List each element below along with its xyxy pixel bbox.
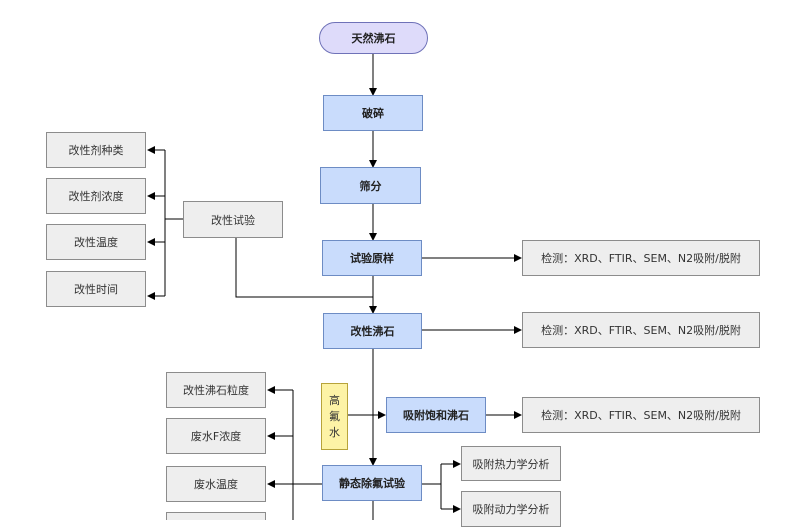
- fluoride-water-char-3: 水: [329, 425, 340, 439]
- node-detect-raw: 检测：XRD、FTIR、SEM、N2吸附/脱附: [522, 240, 760, 276]
- node-mod-agent-conc: 改性剂浓度: [46, 178, 146, 214]
- fluoride-water-char-2: 氟: [329, 409, 340, 423]
- node-raw-test: 试验原样: [322, 240, 422, 276]
- node-start: 天然沸石: [319, 22, 428, 54]
- node-mod-agent-type: 改性剂种类: [46, 132, 146, 168]
- node-fluoride-water: 高 氟 水: [321, 383, 348, 450]
- node-static-test: 静态除氟试验: [322, 465, 422, 501]
- node-detect-modified: 检测：XRD、FTIR、SEM、N2吸附/脱附: [522, 312, 760, 348]
- node-particle-size: 改性沸石粒度: [166, 372, 266, 408]
- node-water-temp: 废水温度: [166, 466, 266, 502]
- fluoride-water-char-1: 高: [329, 393, 340, 407]
- node-kinetic: 吸附动力学分析: [461, 491, 561, 527]
- edge-modtest-modified: [235, 238, 373, 298]
- node-detect-saturated: 检测：XRD、FTIR、SEM、N2吸附/脱附: [522, 397, 760, 433]
- node-thermo: 吸附热力学分析: [461, 446, 561, 481]
- node-f-conc: 废水F浓度: [166, 418, 266, 454]
- node-mod-time: 改性时间: [46, 271, 146, 307]
- node-crush: 破碎: [323, 95, 423, 131]
- node-saturated: 吸附饱和沸石: [386, 397, 486, 433]
- node-factor-partial: [166, 512, 266, 520]
- node-mod-temp: 改性温度: [46, 224, 146, 260]
- node-sieve: 筛分: [320, 167, 421, 204]
- node-mod-test: 改性试验: [183, 201, 283, 238]
- node-modified: 改性沸石: [323, 313, 422, 349]
